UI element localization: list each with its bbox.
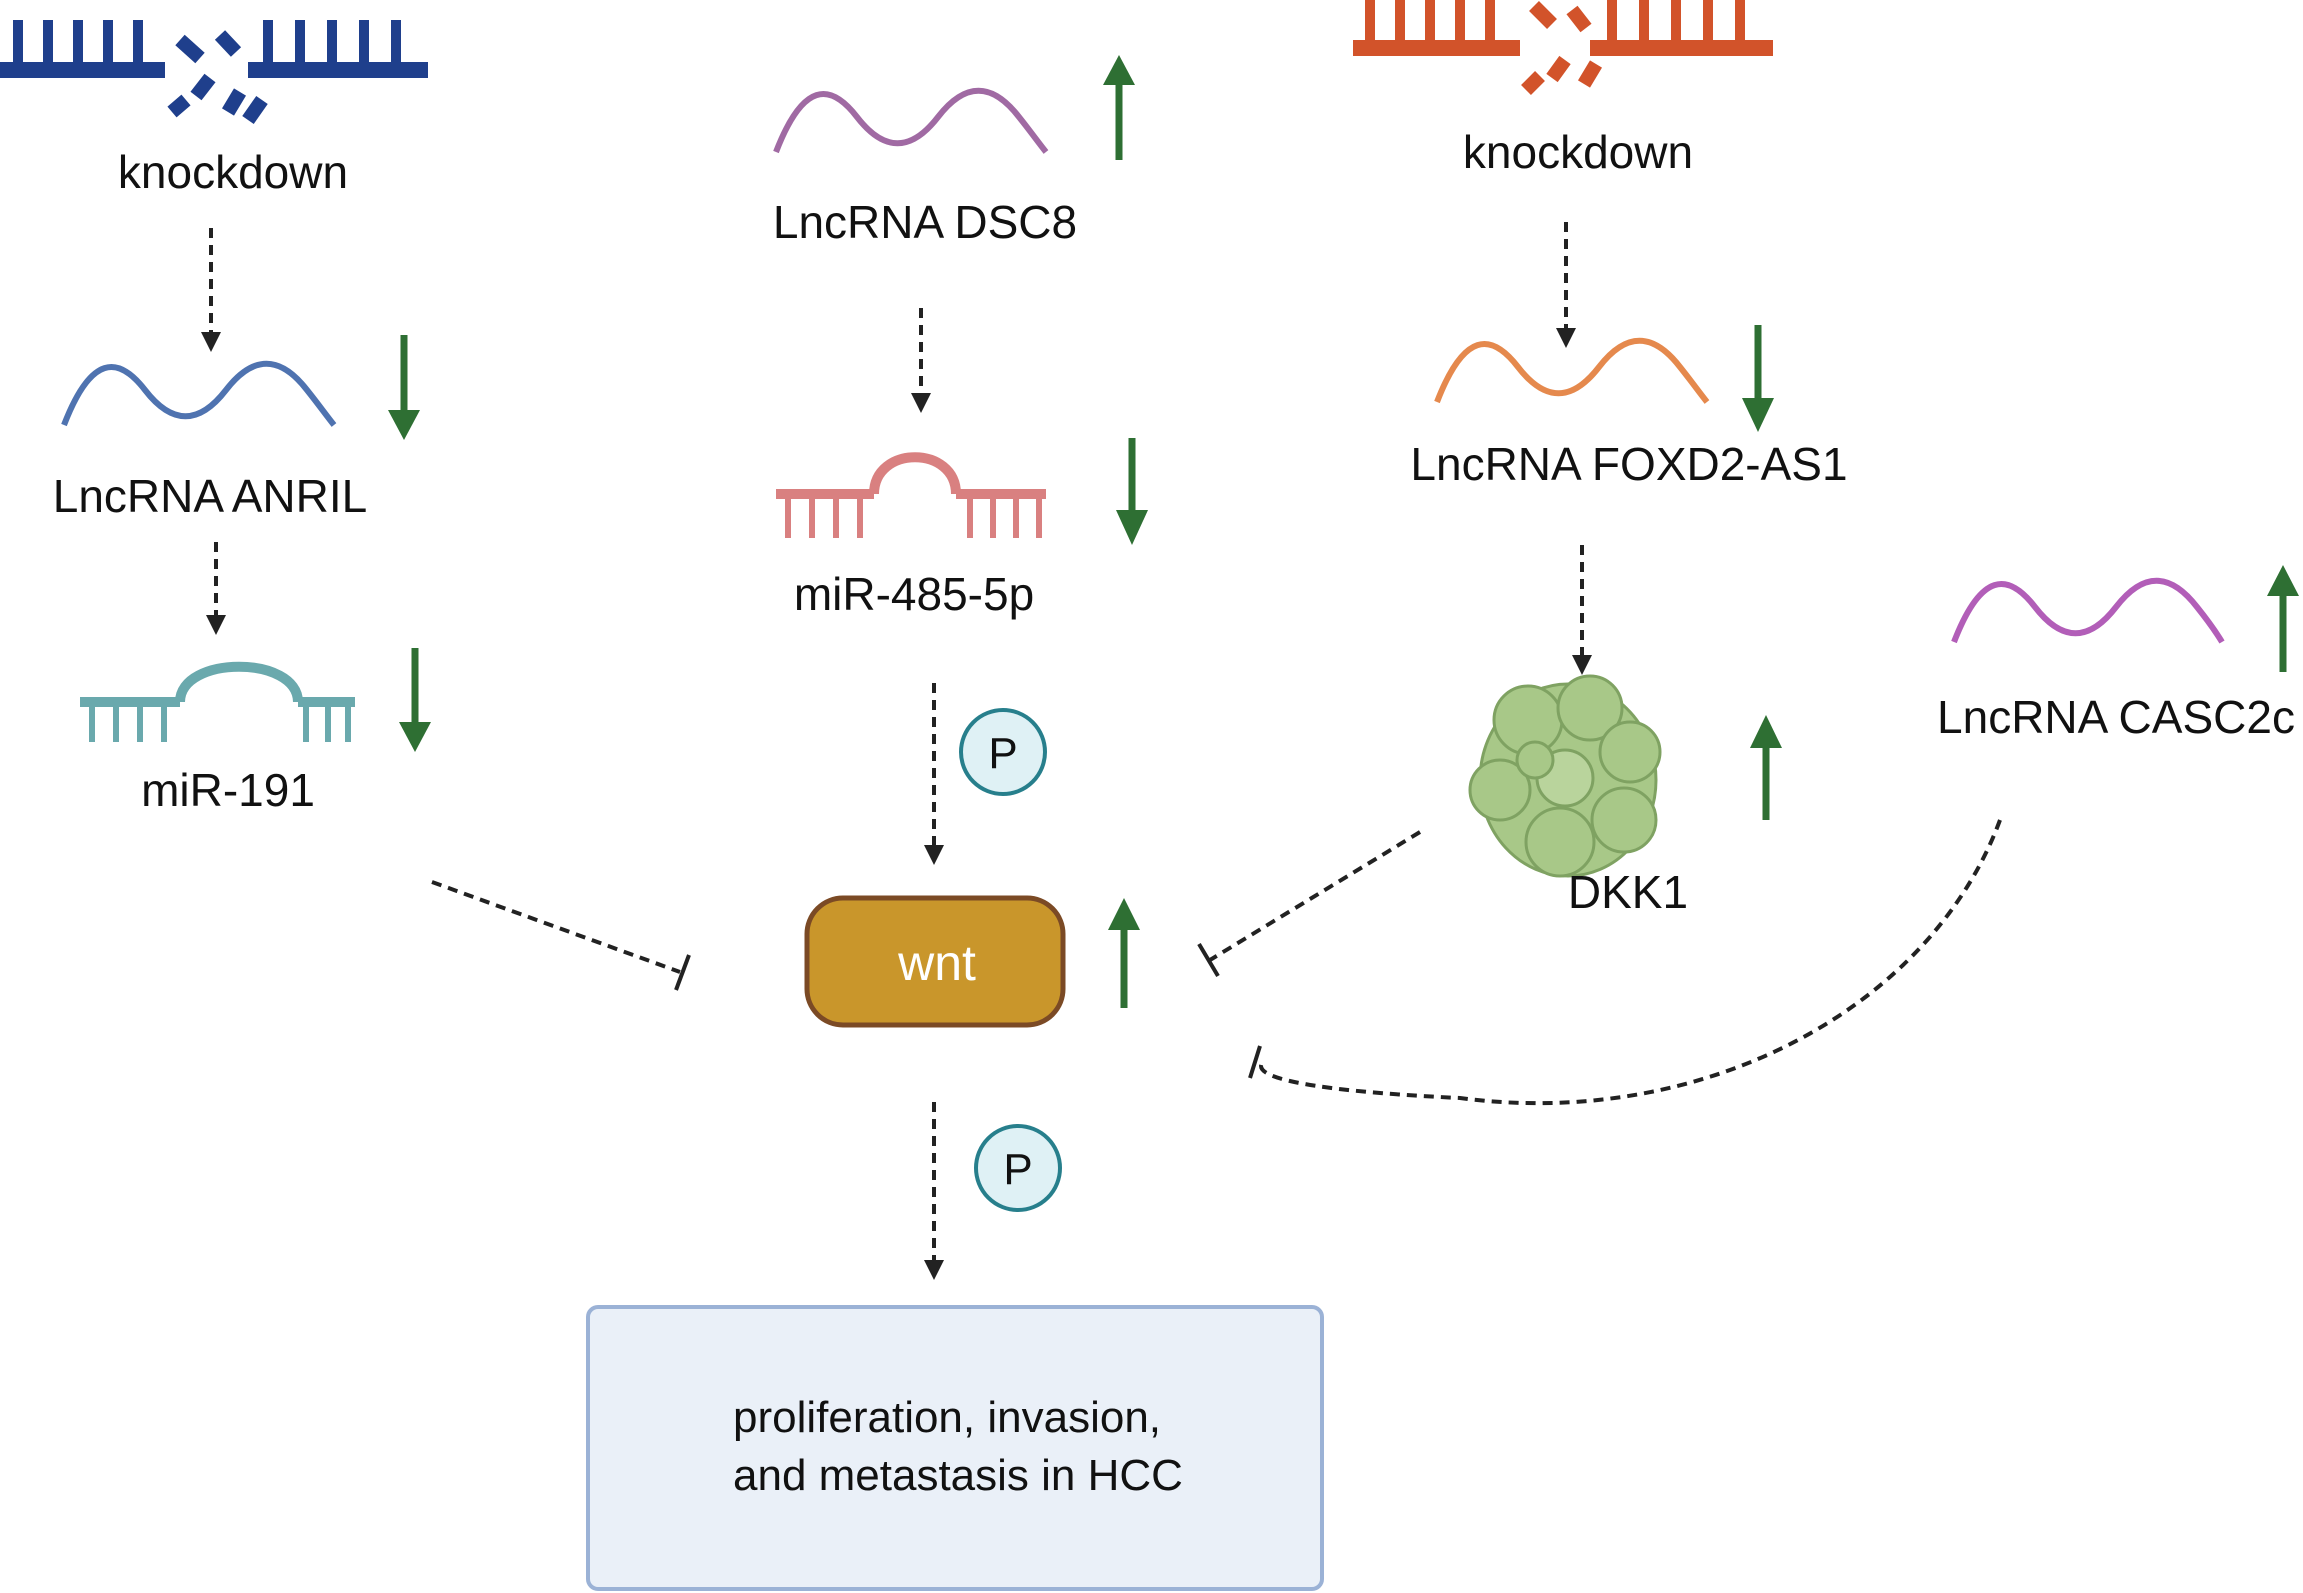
- knockdown-right-icon: [1353, 0, 1773, 95]
- anril-down-arrow: [388, 335, 420, 440]
- casc2c-up-arrow: [2267, 565, 2299, 672]
- foxd2-rna-icon: [1434, 337, 1710, 404]
- mir485-label: miR-485-5p: [794, 568, 1034, 620]
- casc2c-label: LncRNA CASC2c: [1937, 691, 2295, 743]
- mir191-label: miR-191: [141, 764, 315, 816]
- outcome-line1: proliferation, invasion,: [733, 1393, 1161, 1442]
- mir485-down-arrow: [1116, 438, 1148, 545]
- outcome-box: proliferation, invasion, and metastasis …: [586, 1305, 1324, 1591]
- dkk1-label: DKK1: [1568, 866, 1688, 918]
- mir485-icon: [776, 452, 1046, 538]
- inhibit-mir191-to-wnt: [431, 880, 691, 991]
- anril-label: LncRNA ANRIL: [53, 470, 367, 522]
- casc2c-rna-icon: [1951, 577, 2225, 644]
- wnt-label: wnt: [897, 935, 976, 991]
- phosphate-bottom-icon: P: [974, 1124, 1062, 1212]
- phosphate-top-icon: P: [959, 708, 1047, 796]
- mir191-icon: [80, 661, 355, 742]
- dkk1-protein-icon: [1468, 674, 1662, 878]
- dsc8-label: LncRNA DSC8: [773, 196, 1077, 248]
- inhibit-casc2c-to-wnt: [1248, 819, 2002, 1106]
- dkk1-up-arrow: [1750, 715, 1782, 820]
- foxd2-label: LncRNA FOXD2-AS1: [1410, 438, 1847, 490]
- mir191-down-arrow: [399, 648, 431, 752]
- knockdown-right-label: knockdown: [1463, 126, 1693, 178]
- wnt-node: wnt: [804, 895, 1066, 1028]
- knockdown-left-icon: [0, 20, 428, 125]
- inhibit-dkk1-to-wnt: [1197, 830, 1422, 978]
- phosphate-bottom-label: P: [1003, 1145, 1032, 1194]
- outcome-line2: and metastasis in HCC: [733, 1451, 1183, 1500]
- phosphate-top-label: P: [988, 729, 1017, 778]
- dsc8-rna-icon: [773, 87, 1049, 154]
- foxd2-down-arrow: [1742, 325, 1774, 432]
- anril-rna-icon: [61, 360, 337, 427]
- dsc8-up-arrow: [1103, 55, 1135, 160]
- knockdown-left-label: knockdown: [118, 146, 348, 198]
- wnt-up-arrow: [1108, 898, 1140, 1008]
